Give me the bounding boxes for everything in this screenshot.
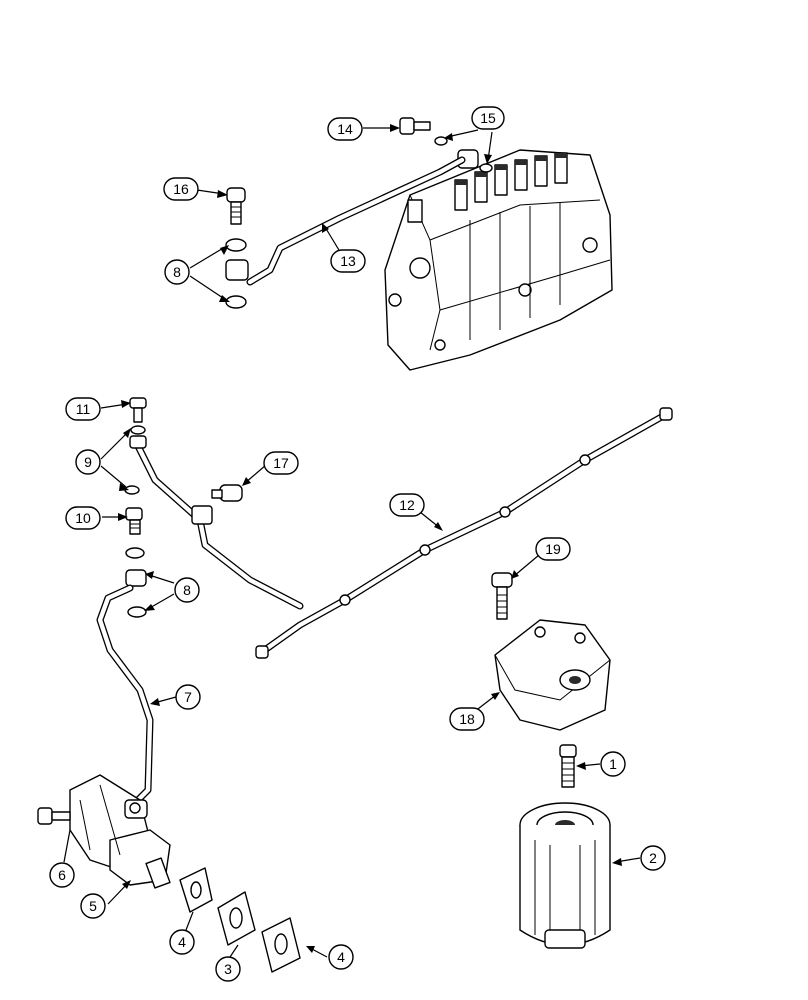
filter-head-18: [494, 619, 611, 731]
callout-11: 11: [65, 397, 101, 421]
bolt-6: [37, 807, 71, 825]
callout-label: 9: [84, 454, 92, 470]
callout-label: 8: [183, 582, 191, 598]
callout-17: 17: [263, 451, 299, 475]
return-line-fittings: [255, 407, 673, 659]
callout-label: 14: [337, 121, 353, 137]
leader-lines: [63, 124, 641, 958]
callout-4-left: 4: [169, 929, 195, 955]
callout-label: 19: [545, 541, 561, 557]
callout-16: 16: [163, 177, 199, 201]
callout-15: 15: [471, 106, 505, 130]
callout-label: 18: [459, 711, 475, 727]
callout-6: 6: [49, 862, 75, 888]
gasket-4a: [179, 867, 213, 913]
banjo-bolt-16: [226, 187, 246, 225]
callout-8-lower: 8: [174, 577, 200, 603]
callout-9: 9: [75, 449, 101, 475]
callout-label: 15: [480, 110, 496, 126]
bolt-10: [125, 507, 143, 535]
callout-18: 18: [449, 707, 485, 731]
callout-1: 1: [600, 751, 626, 777]
bolt-19: [491, 572, 513, 620]
callout-label: 1: [609, 756, 617, 772]
nipple-1: [559, 744, 577, 788]
callout-label: 13: [340, 253, 356, 269]
callout-label: 4: [337, 949, 345, 965]
pump-plungers: [454, 152, 568, 211]
callout-label: 7: [184, 689, 192, 705]
callout-label: 3: [224, 961, 232, 977]
transfer-pump: [69, 774, 171, 889]
callout-8-upper: 8: [164, 259, 190, 285]
gasket-4b: [261, 917, 301, 973]
callout-label: 16: [173, 181, 189, 197]
callout-label: 17: [273, 455, 289, 471]
callout-7: 7: [175, 684, 201, 710]
plug-17: [211, 484, 243, 502]
callout-label: 8: [173, 264, 181, 280]
banjo-bolt-14: [399, 117, 431, 135]
callout-19: 19: [535, 537, 571, 561]
callout-label: 2: [649, 850, 657, 866]
callout-label: 4: [178, 934, 186, 950]
callout-12: 12: [389, 493, 425, 517]
line-clip: [191, 505, 213, 525]
gasket-3: [217, 891, 256, 946]
callout-label: 11: [76, 401, 91, 417]
banjo-upper: [225, 259, 249, 281]
washer-upper: [225, 238, 247, 252]
callout-label: 10: [75, 510, 91, 526]
callout-label: 6: [58, 867, 66, 883]
callout-3: 3: [215, 956, 241, 982]
bolt-11: [129, 397, 147, 423]
callout-2: 2: [640, 845, 666, 871]
callout-label: 12: [399, 497, 415, 513]
injection-pump: [384, 149, 613, 371]
callout-label: 5: [89, 898, 97, 914]
callout-5: 5: [80, 893, 106, 919]
filter-2: [519, 802, 611, 949]
callout-10: 10: [65, 506, 101, 530]
callout-13: 13: [330, 249, 366, 273]
callout-14: 14: [327, 117, 363, 141]
callout-4-right: 4: [328, 944, 354, 970]
